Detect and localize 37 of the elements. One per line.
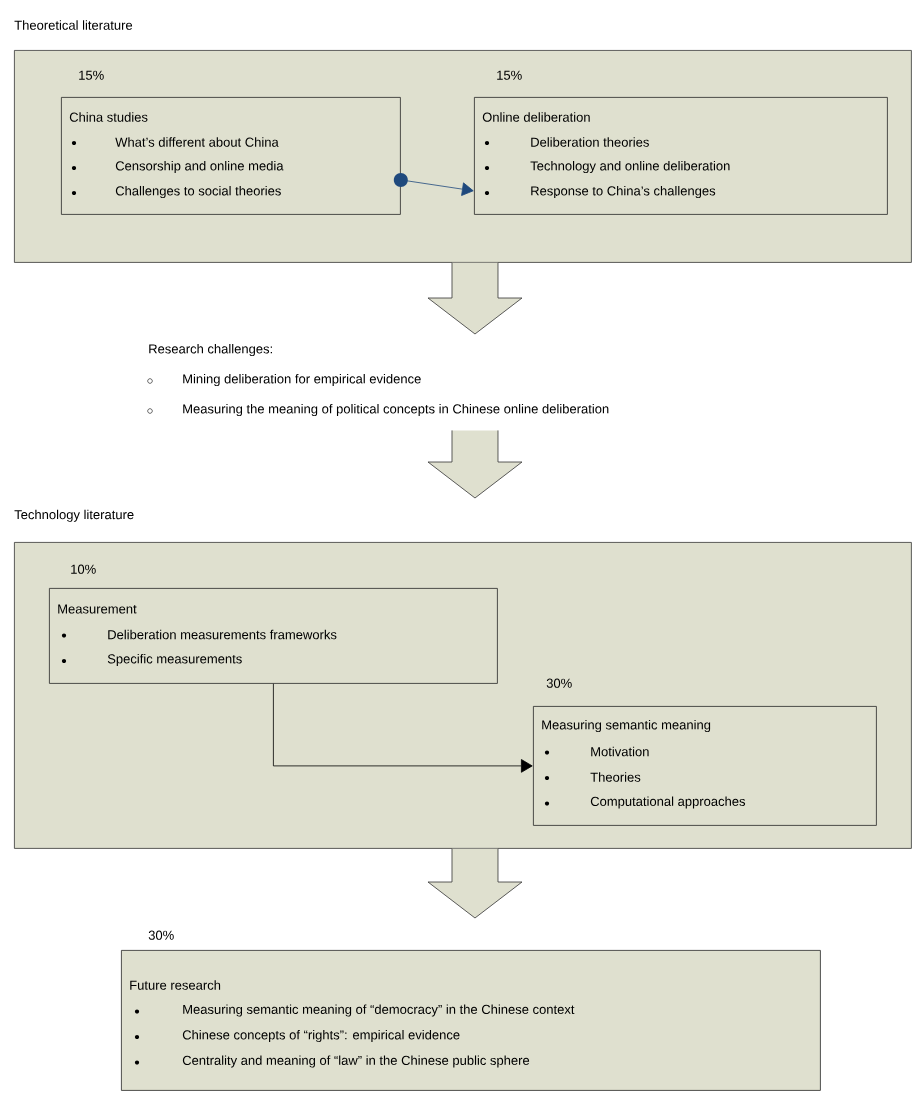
node-label: Future research — [130, 980, 221, 990]
node-label: Censorship and online media — [115, 160, 284, 174]
percent-label: 10% — [71, 564, 96, 574]
arrow — [273, 683, 533, 773]
node-label: Research challenges: — [149, 343, 272, 357]
node-label: Computational approaches — [590, 796, 746, 809]
node-label: China studies — [69, 112, 148, 122]
node-label: Online deliberation — [482, 112, 590, 122]
node-label: Challenges to social theories — [115, 185, 281, 199]
node-label: Mining deliberation for empirical evidence — [183, 373, 421, 387]
block-arrow — [427, 262, 523, 335]
node-label: Theoretical literature — [14, 20, 133, 30]
percent-label: 30% — [546, 678, 572, 688]
text-block: Research challenges: Mining deliberation for empirical evidence Measuring the meaning of political concepts in Chinese online deliberation — [147, 343, 609, 417]
node-label: Deliberation theories — [531, 137, 649, 147]
node-label: Response to China’s challenges — [531, 185, 716, 199]
node-label: Technology and online deliberation — [530, 160, 730, 174]
node-label: Centrality and meaning of “law” in the Chinese public sphere — [182, 1055, 530, 1068]
node-label: Measuring semantic meaning of “democracy” in the Chinese context — [183, 1004, 575, 1017]
node-label: What’s different about China — [115, 137, 279, 147]
block-arrow — [427, 430, 523, 499]
node-label: Technology literature — [14, 509, 134, 522]
node-label: Measuring semantic meaning — [542, 719, 711, 733]
text-box: Online deliberation Deliberation theories Technology and online deliberation Response to China’s challenges — [474, 97, 888, 215]
text-box: Future research Measuring semantic meaning of “democracy” in the Chinese context Chinese concepts of “rights”: empirical evidence Centrality and meaning of “law” in the Chinese public sphere — [121, 950, 821, 1091]
block-arrow — [427, 848, 523, 919]
arrow — [393, 172, 474, 196]
text-box: Measurement Deliberation measurements frameworks Specific measurements — [49, 588, 498, 684]
node-label: Chinese concepts of “rights”: empirical evidence — [182, 1029, 460, 1043]
percent-label: 15% — [79, 70, 104, 80]
text-box: Measuring semantic meaning Motivation Theories Computational approaches — [533, 706, 877, 826]
text-box: China studies What’s different about China Censorship and online media Challenges to social theories — [61, 97, 401, 215]
percent-label: 15% — [497, 70, 522, 80]
node-label: Motivation — [591, 746, 649, 757]
node-label: Theories — [590, 772, 641, 782]
percent-label: 30% — [148, 930, 174, 940]
node-label: Measuring the meaning of political concepts in Chinese online deliberation — [183, 403, 609, 417]
